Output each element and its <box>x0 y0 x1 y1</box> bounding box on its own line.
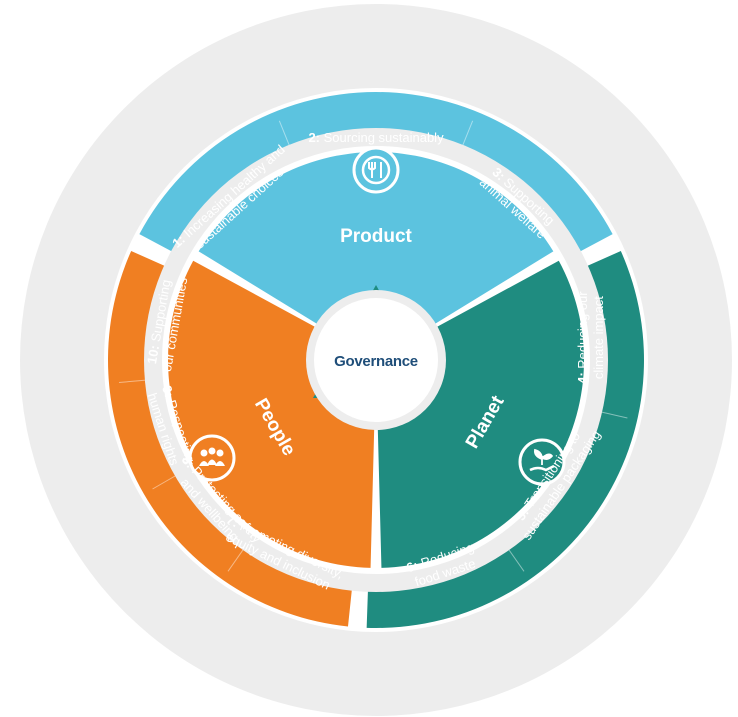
segment-number: 5: <box>513 502 534 523</box>
segment-label-2: 2: Sourcing sustainably <box>308 130 444 145</box>
hand-plant-icon <box>518 438 566 486</box>
segment-number: 10: <box>144 340 163 365</box>
segment-line2: climate impact <box>591 296 606 379</box>
group-people-icon <box>188 434 236 482</box>
segment-text: Sourcing sustainably <box>324 130 444 145</box>
pillar-label-product: Product <box>340 226 412 247</box>
plate-fork-knife-icon <box>352 146 400 194</box>
governance-label: Governance <box>334 353 418 370</box>
segment-number: 7: <box>224 512 244 532</box>
segment-line1: 2: Sourcing sustainably <box>308 130 444 145</box>
segment-text: Reducing our <box>575 291 590 369</box>
segment-number: 9: <box>159 384 178 403</box>
segment-number: 4: <box>575 369 590 384</box>
segment-number: 2: <box>308 130 323 145</box>
pillar-product <box>198 151 554 340</box>
governance-circle <box>314 298 438 422</box>
segment-number: 6: <box>404 556 423 575</box>
segment-line1: 4: Reducing our <box>575 291 590 384</box>
